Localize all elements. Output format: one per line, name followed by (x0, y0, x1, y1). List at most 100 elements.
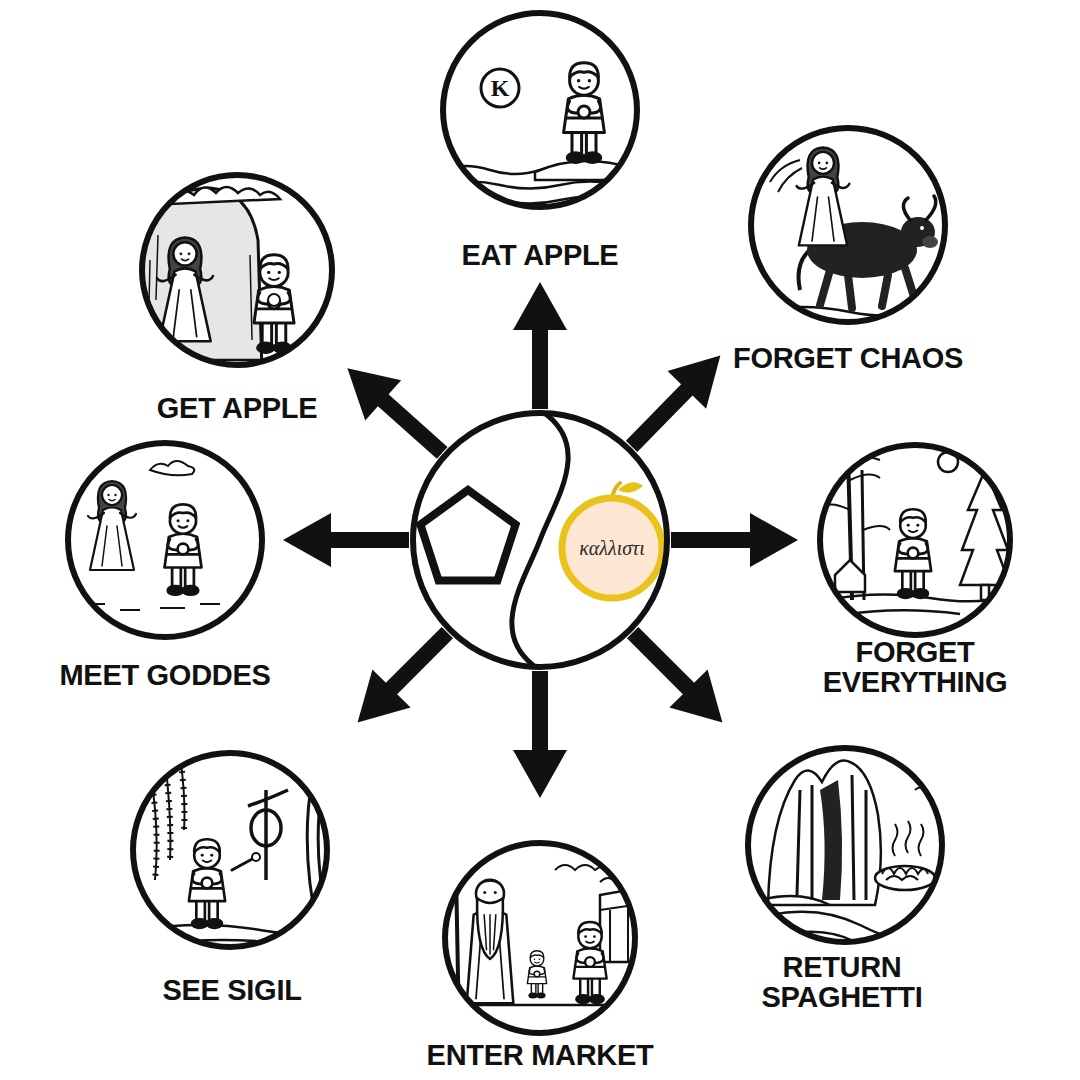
center-emblem-part (562, 498, 662, 598)
forget-everything-scene-part (835, 560, 865, 592)
circle-rim (133, 753, 327, 947)
see-sigil-scene-part (232, 858, 254, 870)
step-label: EAT APPLE (462, 240, 619, 270)
eat-apple-scene-part (440, 182, 620, 189)
circle-outline (745, 745, 945, 945)
forget-chaos-scene-part (922, 236, 938, 248)
chaos-arrow (358, 627, 453, 722)
meet-goddess-scene-part (164, 504, 201, 594)
circle-rim (413, 413, 667, 667)
chaos-arrow (347, 368, 447, 458)
see-sigil-scene-part (189, 839, 225, 928)
circle-rim (445, 843, 635, 1033)
forget-everything-scene-part (960, 470, 1010, 585)
eat-apple-scene (440, 10, 640, 210)
apple-inscription: καλλιστι (579, 536, 645, 560)
step-label: SEE SIGIL (162, 975, 301, 1005)
enter-market-scene-part (467, 880, 514, 1004)
meet-goddess-scene-part (65, 440, 265, 640)
center-emblem-part (420, 490, 515, 581)
meet-goddess-scene-part (150, 461, 194, 475)
return-spaghetti-scene-part (893, 821, 924, 856)
scene-circle: EAT APPLE (440, 10, 640, 210)
see-sigil-scene-part (251, 810, 281, 846)
get-apple-scene (139, 172, 335, 370)
get-apple-scene-part (254, 255, 294, 353)
center-emblem-part (618, 482, 643, 492)
forget-chaos-scene-part (797, 148, 850, 246)
see-sigil-scene-part (264, 790, 268, 880)
circle-outline (748, 125, 948, 325)
symbol-letter: K (491, 75, 510, 101)
get-apple-scene-part (150, 359, 330, 362)
enter-market-scene-part (527, 951, 546, 998)
return-spaghetti-scene-part (745, 745, 945, 945)
circle-outline (440, 10, 640, 210)
return-spaghetti-scene (745, 745, 945, 965)
meet-goddess-scene-part (90, 604, 220, 610)
chaos-arrow (671, 513, 798, 567)
forget-everything-scene-part (895, 509, 931, 598)
return-spaghetti-scene-part (882, 868, 928, 880)
forget-chaos-scene-part (748, 125, 948, 325)
chaos-arrow (283, 513, 409, 567)
circle-rim (748, 748, 942, 942)
circle-rim (142, 175, 332, 365)
chaos-arrow (626, 356, 721, 452)
forget-everything-scene (817, 442, 1013, 638)
see-sigil-scene-part (252, 853, 260, 861)
return-spaghetti-scene-part (820, 780, 842, 900)
see-sigil-scene (130, 750, 330, 950)
get-apple-scene-part (268, 294, 280, 306)
see-sigil-scene-part (130, 750, 330, 950)
chaos-arrow (513, 671, 567, 798)
get-apple-scene-part (157, 238, 213, 342)
chaos-arrow (513, 282, 567, 409)
scene-circle: MEET GODDES (65, 440, 265, 640)
circle-rim (68, 443, 262, 637)
circle-outline (139, 172, 335, 368)
eat-apple-scene-part (440, 10, 640, 210)
meet-goddess-scene (65, 440, 265, 640)
scene-circle: FORGET EVERYTHING (817, 442, 1013, 638)
circle-outline (817, 442, 1013, 638)
scene-circle: ENTER MARKET (442, 840, 638, 1036)
return-spaghetti-scene-part (768, 761, 881, 905)
eat-apple-scene-part (564, 63, 605, 163)
enter-market-scene-part (573, 922, 606, 1003)
scene-circle: GET APPLE (139, 172, 335, 368)
circle-rim (820, 445, 1010, 635)
step-label: RETURN SPAGHETTI (742, 952, 942, 1012)
see-sigil-scene-part (248, 790, 288, 806)
step-label: ENTER MARKET (427, 1040, 654, 1070)
forget-chaos-scene-part (920, 226, 924, 230)
scene-circle: RETURN SPAGHETTI (745, 745, 945, 945)
enter-market-scene (442, 840, 640, 1036)
circle-outline (130, 750, 330, 950)
step-label: FORGET CHAOS (733, 343, 963, 373)
circle-rim (751, 128, 945, 322)
forget-chaos-scene (748, 125, 948, 325)
step-label: FORGET EVERYTHING (800, 637, 1030, 697)
meet-goddess-scene-part (88, 481, 136, 570)
forget-everything-scene-part (817, 442, 1013, 638)
forget-chaos-scene-part (903, 196, 935, 220)
circle-outline (442, 840, 638, 1036)
eat-apple-scene-part (481, 69, 519, 107)
scene-circle: FORGET CHAOS (748, 125, 948, 325)
step-label: MEET GODDES (60, 660, 271, 690)
circle-outline (65, 440, 265, 640)
enter-market-scene-part (451, 863, 461, 873)
circle-rim (443, 13, 637, 207)
return-spaghetti-scene-part (875, 866, 935, 890)
step-label: GET APPLE (157, 393, 318, 423)
return-spaghetti-scene-part (797, 775, 866, 900)
emblem-circle: καλλιστι (410, 410, 670, 670)
scene-circle: SEE SIGIL (130, 750, 330, 950)
eat-apple-scene-part (440, 197, 620, 204)
chaos-arrow (627, 627, 722, 722)
center-emblem (412, 410, 668, 670)
